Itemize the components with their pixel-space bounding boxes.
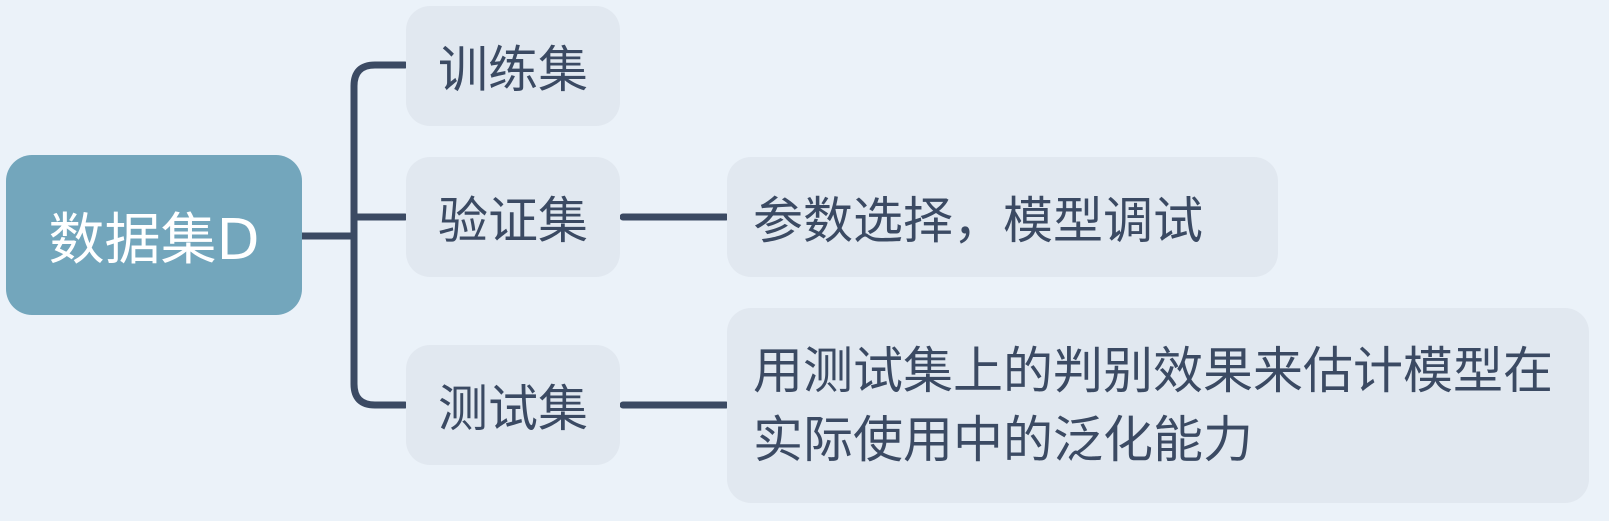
node-validation-set[interactable]: 验证集 bbox=[406, 157, 620, 277]
node-validation-detail[interactable]: 参数选择，模型调试 bbox=[727, 157, 1278, 277]
node-training-set[interactable]: 训练集 bbox=[406, 6, 620, 126]
node-test-detail[interactable]: 用测试集上的判别效果来估计模型在实际使用中的泛化能力 bbox=[727, 308, 1589, 503]
node-test-set[interactable]: 测试集 bbox=[406, 345, 620, 465]
root-node-dataset[interactable]: 数据集D bbox=[6, 155, 302, 315]
branch-trunk-line bbox=[350, 61, 409, 409]
